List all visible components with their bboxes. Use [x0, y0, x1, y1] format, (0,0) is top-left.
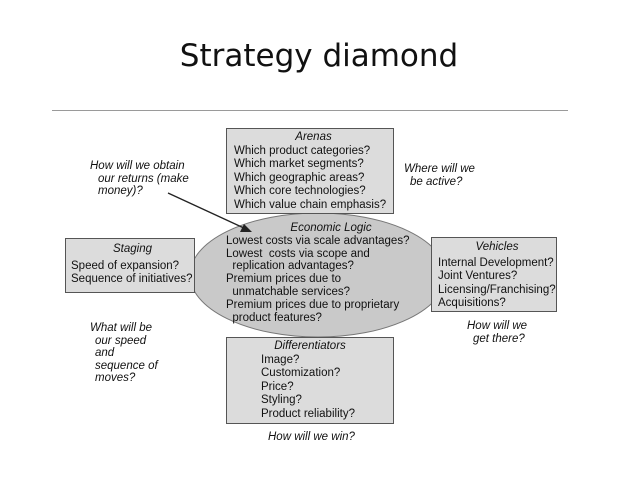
staging-heading: Staging: [112, 243, 152, 255]
question-where: Where will we be active?: [404, 163, 475, 188]
economic-logic-line: product features?: [226, 311, 322, 324]
vehicles-item: Acquisitions?: [438, 297, 506, 309]
vehicles-heading: Vehicles: [475, 241, 519, 253]
title-divider: [52, 110, 568, 111]
economic-logic-line: Lowest costs via scope and: [226, 247, 370, 260]
arenas-item: Which geographic areas?: [234, 171, 365, 184]
differentiators-item: Price?: [261, 380, 294, 393]
question-returns: How will we obtain our returns (make mon…: [90, 160, 189, 198]
question-speed: What will be our speed and sequence of m…: [90, 322, 158, 385]
question-win: How will we win?: [268, 431, 355, 444]
question-line: moves?: [95, 372, 136, 384]
question-line: our returns (make: [98, 172, 189, 185]
arenas-item: Which value chain emphasis?: [234, 198, 387, 211]
returns-arrow: [167, 192, 247, 230]
vehicles-box: Vehicles Internal Development? Joint Ven…: [431, 237, 557, 312]
slide-title: Strategy diamond: [179, 38, 459, 74]
vehicles-item: Internal Development?: [438, 256, 554, 269]
staging-item: Sequence of initiatives?: [71, 273, 193, 285]
vehicles-item: Joint Ventures?: [438, 270, 518, 282]
vehicles-item: Licensing/Franchising?: [438, 283, 556, 296]
arenas-item: Which core technologies?: [234, 185, 366, 197]
economic-logic-line: replication advantages?: [226, 260, 354, 273]
differentiators-heading: Differentiators: [274, 340, 346, 352]
arenas-box: Arenas Which product categories? Which m…: [226, 128, 394, 214]
question-line: How will we win?: [268, 431, 355, 443]
economic-logic: Economic Logic Lowest costs via scale ad…: [226, 222, 436, 324]
staging-item: Speed of expansion?: [71, 259, 180, 272]
question-line: our speed: [95, 334, 147, 347]
economic-logic-line: Premium prices due to proprietary: [226, 298, 400, 311]
returns-arrowhead: [240, 224, 252, 232]
economic-logic-line: Lowest costs via scale advantages?: [226, 234, 410, 247]
economic-logic-line: unmatchable services?: [226, 285, 351, 298]
question-line: money)?: [98, 185, 143, 197]
question-line: How will we: [467, 320, 528, 332]
question-there: How will we get there?: [467, 320, 527, 345]
question-line: What will be: [90, 322, 152, 334]
differentiators-box: Differentiators Image? Customization? Pr…: [226, 337, 394, 424]
question-line: sequence of: [95, 359, 158, 372]
economic-logic-line: Premium prices due to: [226, 273, 342, 286]
question-line: How will we obtain: [90, 160, 185, 172]
question-line: get there?: [473, 332, 525, 345]
differentiators-item: Image?: [261, 353, 300, 366]
staging-box: Staging Speed of expansion? Sequence of …: [65, 238, 195, 293]
arenas-item: Which market segments?: [234, 158, 364, 170]
arenas-heading: Arenas: [295, 131, 332, 143]
economic-logic-heading: Economic Logic: [290, 222, 372, 234]
differentiators-item: Customization?: [261, 367, 341, 379]
differentiators-item: Product reliability?: [261, 407, 355, 420]
arenas-item: Which product categories?: [234, 144, 371, 157]
question-line: and: [95, 347, 115, 359]
question-line: Where will we: [404, 163, 475, 175]
differentiators-item: Styling?: [261, 394, 302, 406]
question-line: be active?: [410, 175, 463, 188]
